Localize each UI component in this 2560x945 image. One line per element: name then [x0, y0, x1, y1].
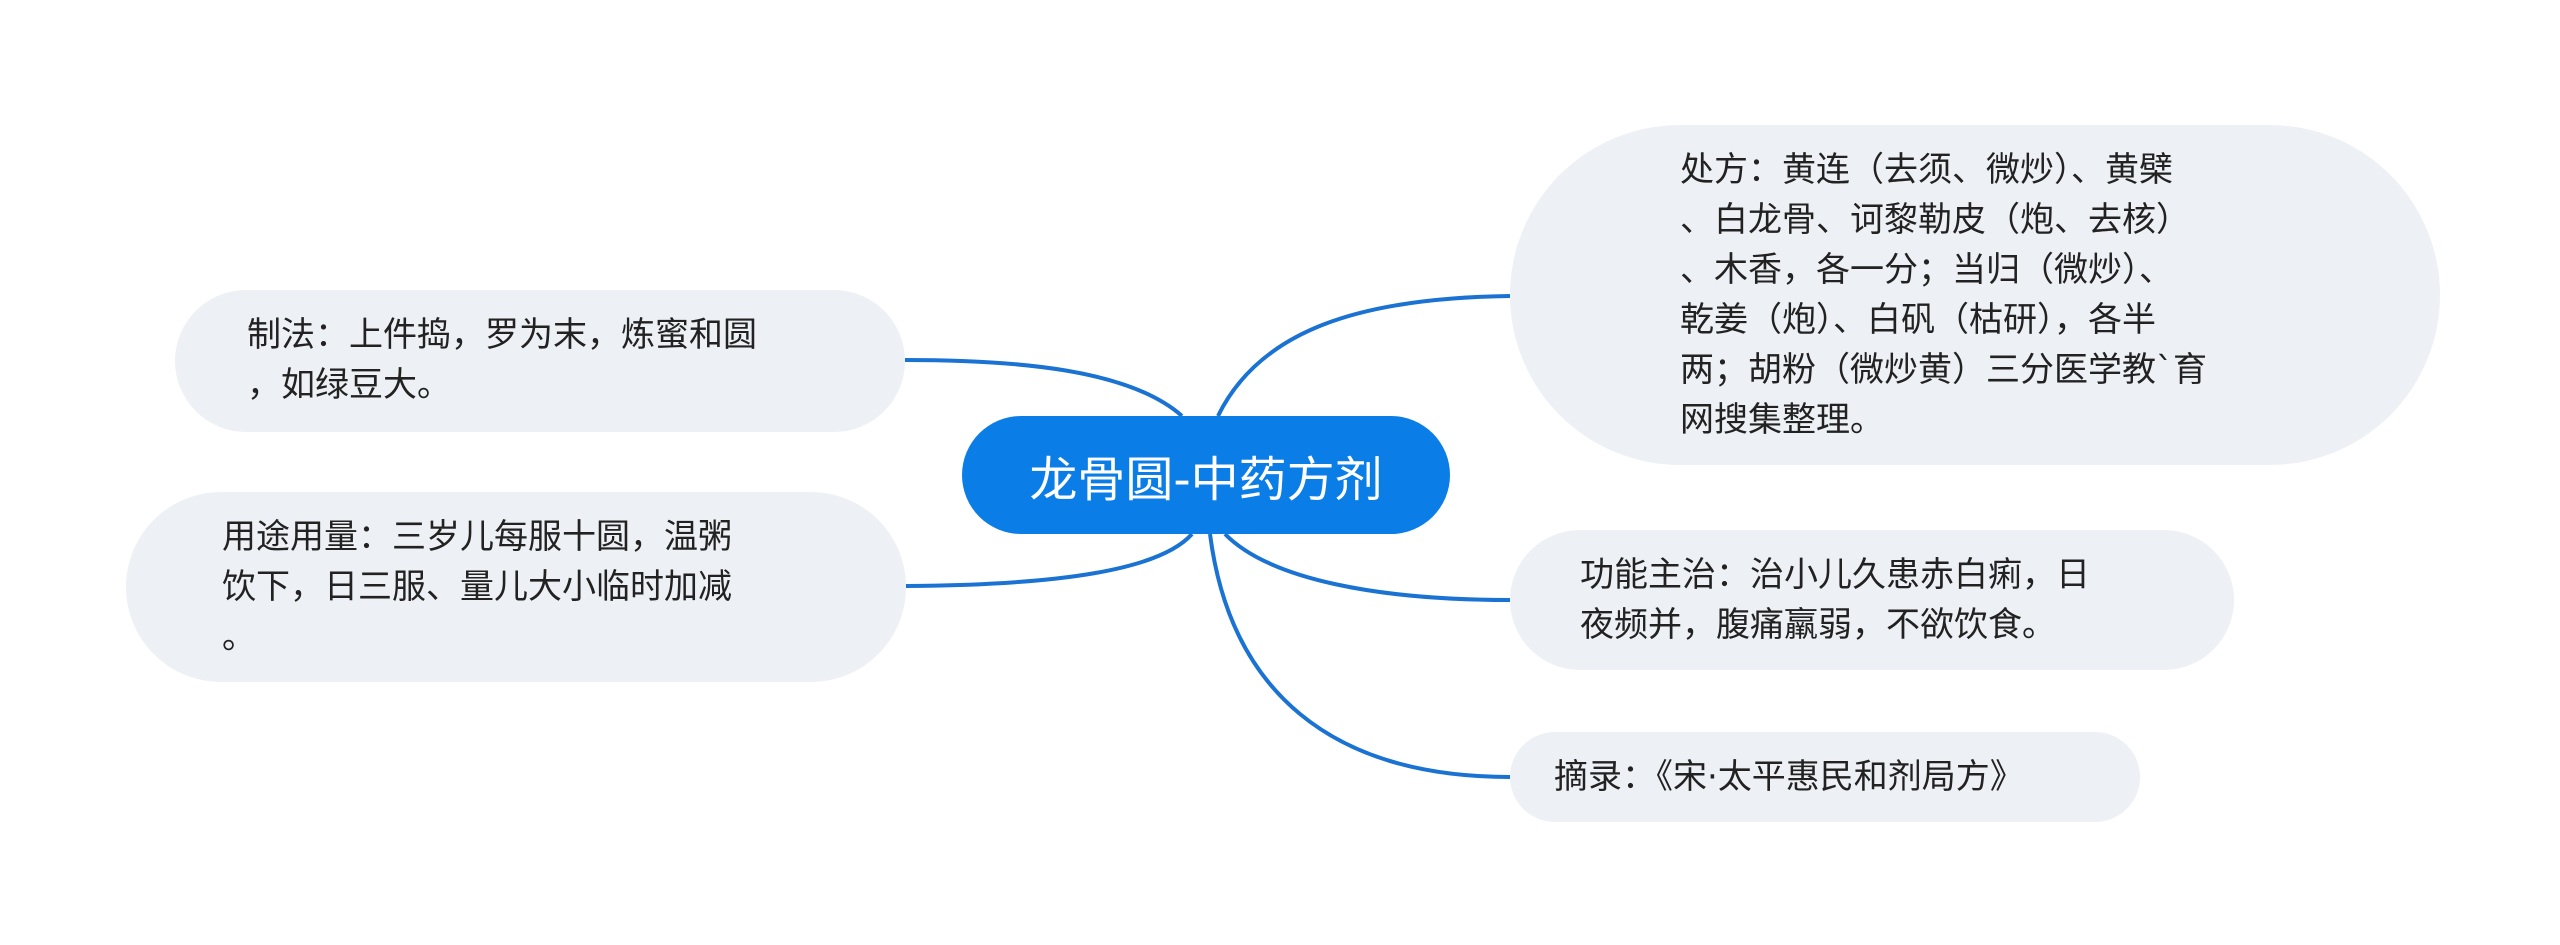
connector-prescription — [1216, 294, 1511, 417]
topic-function[interactable]: 功能主治：治小儿久患赤白痢，日 夜频并，腹痛羸弱，不欲饮食。 — [1510, 530, 2234, 670]
topic-text-line: 功能主治：治小儿久患赤白痢，日 — [1580, 555, 2090, 595]
topic-text-line: 制法：上件捣，罗为末，炼蜜和圆 — [247, 315, 757, 355]
root-topic-label: 龙骨圆-中药方剂 — [1029, 452, 1383, 508]
topic-method[interactable]: 制法：上件捣，罗为末，炼蜜和圆 ，如绿豆大。 — [175, 290, 905, 432]
topic-text-line: 。 — [222, 617, 256, 657]
topic-text-line: 乾姜（炮）、白矾（枯研），各半 — [1680, 300, 2156, 340]
connector-source — [1208, 533, 1511, 779]
topic-text-line: 饮下，日三服、量儿大小临时加减 — [222, 567, 732, 607]
topic-source[interactable]: 摘录：《宋·太平惠民和剂局方》 — [1510, 732, 2140, 822]
topic-text-line: ，如绿豆大。 — [247, 365, 451, 405]
topic-text-line: 夜频并，腹痛羸弱，不欲饮食。 — [1580, 605, 2056, 645]
topic-text-line: 网搜集整理。 — [1680, 400, 1884, 440]
topic-text-line: 处方：黄连（去须、微炒）、黄檗 — [1680, 150, 2173, 190]
topic-text-line: 两；胡粉（微炒黄）三分医学教`育 — [1680, 350, 2207, 390]
connector-usage — [905, 532, 1194, 588]
topic-text-line: 、木香，各一分；当归（微炒）、 — [1680, 250, 2173, 290]
topic-prescription[interactable]: 处方：黄连（去须、微炒）、黄檗 、白龙骨、诃黎勒皮（炮、去核） 、木香，各一分；… — [1510, 125, 2440, 465]
connector-method — [904, 358, 1184, 418]
topic-text-line: 用途用量：三岁儿每服十圆，温粥 — [222, 517, 732, 557]
topic-usage[interactable]: 用途用量：三岁儿每服十圆，温粥 饮下，日三服、量儿大小临时加减 。 — [126, 492, 906, 682]
topic-text-line: 、白龙骨、诃黎勒皮（炮、去核） — [1680, 200, 2190, 240]
topic-text-line: 摘录：《宋·太平惠民和剂局方》 — [1554, 757, 2024, 797]
root-topic[interactable]: 龙骨圆-中药方剂 — [962, 416, 1450, 534]
connector-function — [1223, 532, 1511, 602]
